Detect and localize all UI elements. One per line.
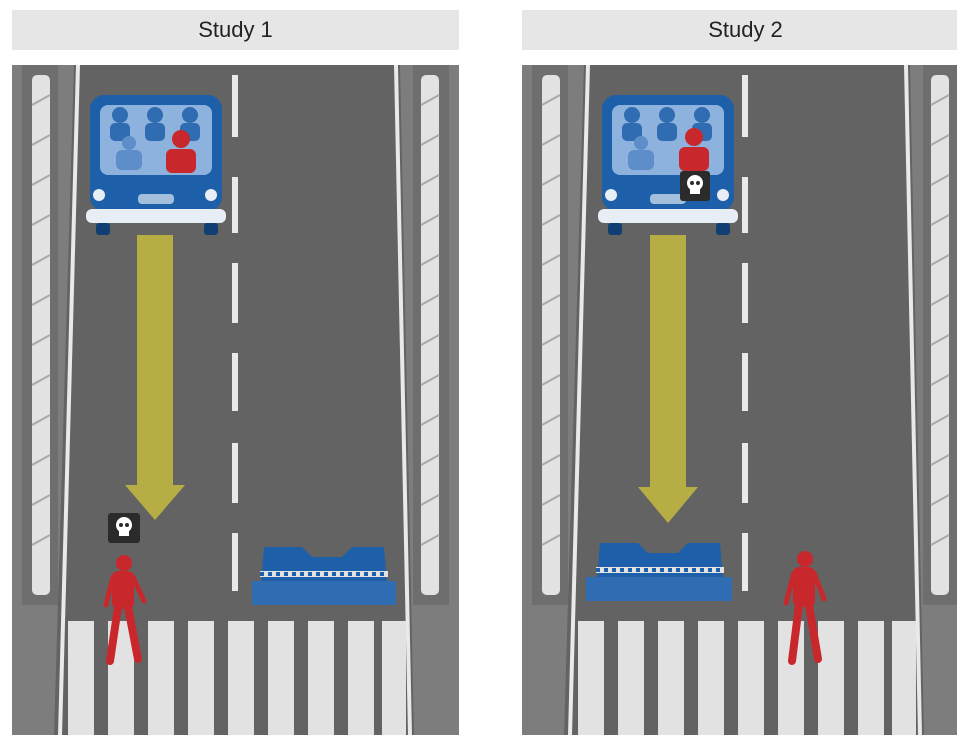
study-2-title: Study 2 — [522, 10, 957, 50]
left-roadside-wall — [532, 65, 568, 605]
skull-icon — [680, 171, 710, 201]
crosswalk — [578, 621, 916, 735]
study-1-scene — [12, 65, 459, 735]
right-roadside-wall — [923, 65, 957, 605]
skull-icon — [108, 513, 140, 543]
study-1-title: Study 1 — [12, 10, 459, 50]
autonomous-bus — [86, 95, 226, 235]
autonomous-bus — [598, 95, 738, 235]
study-2-scene — [522, 65, 957, 735]
study-1-panel: Study 1 — [12, 10, 459, 735]
left-roadside-wall — [22, 65, 58, 605]
study-2-panel: Study 2 — [522, 10, 957, 735]
crosswalk — [68, 621, 406, 735]
right-roadside-wall — [413, 65, 449, 605]
